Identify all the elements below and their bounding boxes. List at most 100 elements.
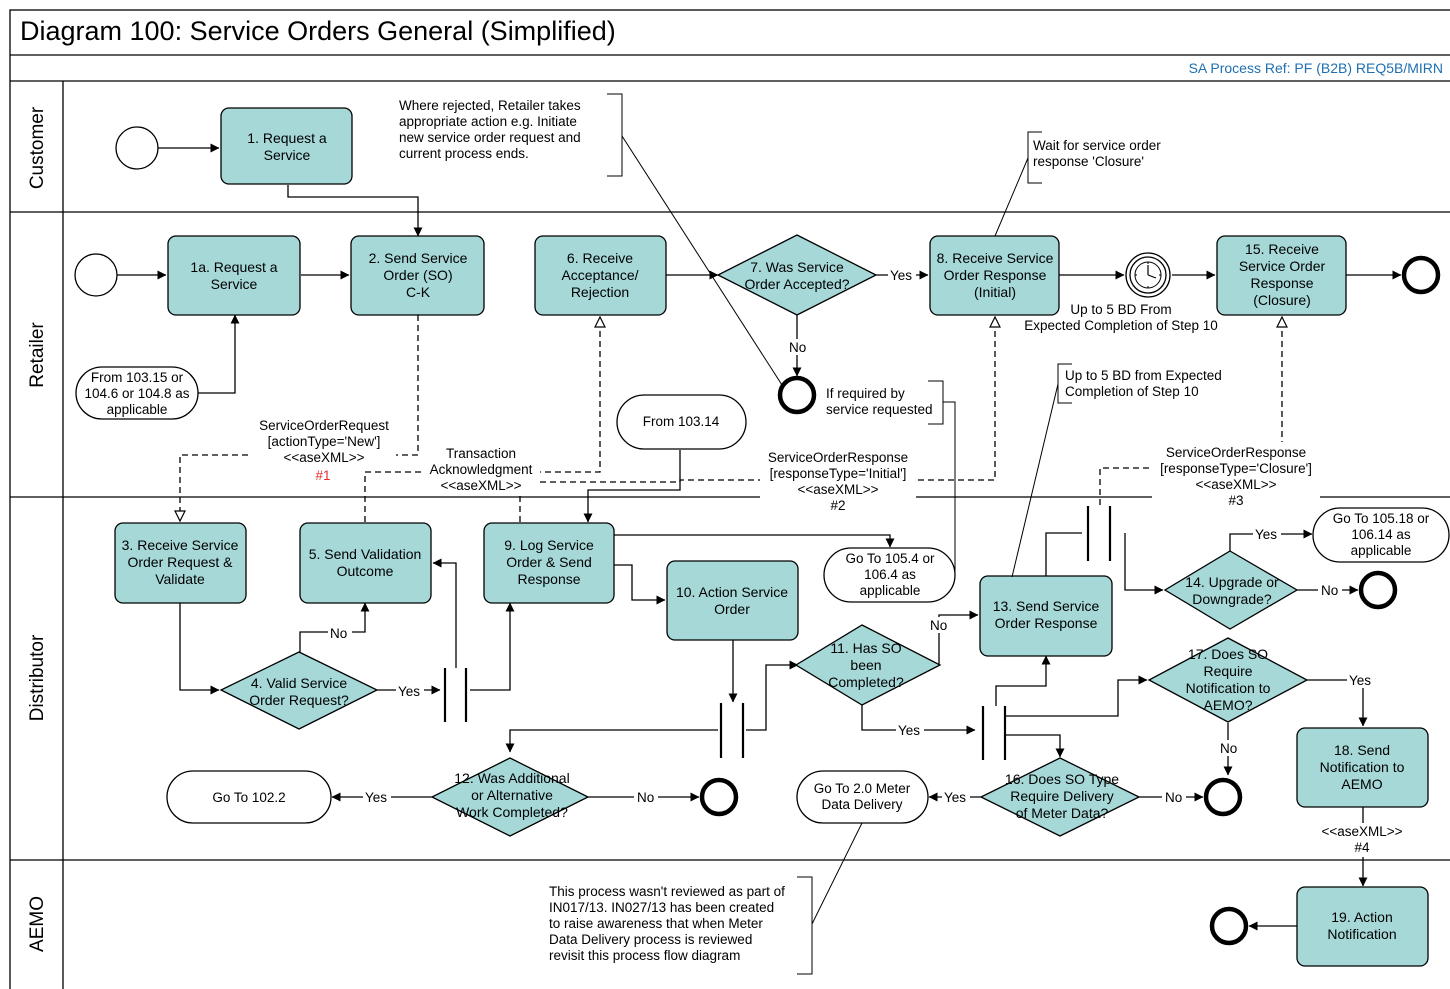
decision-12-line: Work Completed?	[456, 804, 568, 820]
decision-16-line: 16. Does SO Type	[1005, 771, 1119, 787]
terminator-line: Go To 105.4 or	[845, 551, 935, 566]
end-event-16	[1203, 777, 1243, 817]
decision-12-line: or Alternative	[471, 787, 553, 803]
label-yes: Yes	[898, 723, 920, 738]
flow-fork-to-16	[1006, 734, 1065, 758]
start-event-retailer	[74, 253, 118, 297]
flow-1-to-2	[287, 185, 423, 237]
label-no: No	[637, 790, 654, 805]
decision-16-meter-data	[979, 757, 1141, 837]
task-3-line: Order Request &	[127, 554, 233, 570]
decision-7-accepted	[716, 234, 878, 316]
task-6-receive-acceptance	[534, 235, 667, 316]
flow-from103-14-to-9	[583, 450, 681, 523]
terminator-line: applicable	[1351, 543, 1412, 558]
task-1-line: 1. Request a	[247, 130, 327, 146]
task-18-line: Notification to	[1320, 759, 1405, 775]
task-5-send-validation	[299, 522, 432, 604]
task-1-line: Service	[264, 147, 311, 163]
annotation-connector	[1011, 383, 1059, 578]
decision-17-line: Notification to	[1186, 680, 1271, 696]
label-no: No	[330, 626, 347, 641]
decision-11-line: 11. Has SO	[830, 640, 901, 656]
task-2-send-service-order	[350, 235, 485, 316]
task-15-line: 15. Receive	[1245, 241, 1319, 257]
lane-retailer: Retailer	[27, 322, 48, 388]
end-event-aemo	[1209, 906, 1249, 946]
flow-14-yes	[1229, 529, 1313, 552]
lane-customer: Customer	[27, 106, 48, 189]
annotation-bracket	[607, 93, 623, 177]
label-yes: Yes	[1349, 673, 1371, 688]
decision-16-line: Require Delivery	[1010, 788, 1113, 804]
terminator-line: Go To 2.0 Meter	[814, 781, 911, 796]
task-10-line: Order	[714, 601, 750, 617]
message-1-label: ServiceOrderRequest[actionType='New']<<a…	[259, 418, 389, 465]
task-1a-line: Service	[211, 276, 258, 292]
task-13-line: Order Response	[995, 615, 1098, 631]
task-9-line: Order & Send	[506, 554, 592, 570]
label-yes: Yes	[1255, 527, 1277, 542]
task-1a-line: 1a. Request a	[190, 259, 277, 275]
svg-text:3. Receive ServiceOrder Reques: 3. Receive ServiceOrder Request &Validat…	[122, 537, 239, 587]
message-4-label: <<aseXML>>#4	[1321, 824, 1402, 855]
task-15-receive-closure-response	[1216, 235, 1347, 316]
task-2-line: Order (SO)	[383, 267, 452, 283]
decision-12-line: 12. Was Additional	[454, 770, 569, 786]
decision-14-upgrade	[1163, 550, 1299, 630]
flow-fork-to-5	[432, 558, 457, 668]
task-3-line: 3. Receive Service	[122, 537, 239, 553]
decision-7-line: Order Accepted?	[744, 276, 849, 292]
task-2-line: C-K	[406, 284, 431, 300]
task-2-line: 2. Send Service	[369, 250, 468, 266]
task-6-line: Acceptance/	[561, 267, 638, 283]
flow-13-to-join	[1045, 532, 1082, 576]
flow-join-to-11	[746, 660, 799, 731]
decision-17-line: AEMO?	[1203, 697, 1252, 713]
task-6-line: 6. Receive	[567, 250, 633, 266]
lane-distributor: Distributor	[27, 634, 48, 721]
svg-text:4. Valid ServiceOrder Request?: 4. Valid ServiceOrder Request?	[249, 675, 349, 708]
parallel-gateways	[443, 506, 1112, 760]
terminator-line: 106.14 as	[1351, 527, 1411, 542]
terminator-goto-102-2	[166, 770, 332, 824]
decision-11-line: Completed?	[828, 674, 904, 690]
label-no: No	[789, 340, 806, 355]
message-labels: ServiceOrderRequest[actionType='New']<<a…	[250, 418, 1408, 857]
task-1-request-service	[220, 107, 353, 185]
terminator-line: applicable	[107, 402, 168, 417]
terminator-line: Go To 105.18 or	[1333, 511, 1430, 526]
lane-aemo: AEMO	[27, 896, 48, 952]
task-13-send-response	[979, 575, 1113, 657]
flow-join-to-12	[505, 729, 718, 753]
flow-9-to-goto105	[614, 534, 895, 548]
flow-join-to-14	[1124, 533, 1164, 595]
task-15-line: (Closure)	[1253, 292, 1311, 308]
decision-14-line: 14. Upgrade or	[1185, 574, 1279, 590]
flow-9-to-10	[614, 564, 666, 605]
decision-7-line: 7. Was Service	[750, 259, 844, 275]
terminator-from-103-15	[75, 366, 199, 420]
task-13-line: 13. Send Service	[993, 598, 1100, 614]
decision-12-additional-work	[430, 757, 590, 837]
decision-14-line: Downgrade?	[1192, 591, 1272, 607]
terminator-line: Go To 102.2	[212, 790, 285, 805]
svg-text:7. Was ServiceOrder Accepted?: 7. Was ServiceOrder Accepted?	[744, 259, 849, 292]
decision-17-line: 17. Does SO	[1188, 646, 1268, 662]
